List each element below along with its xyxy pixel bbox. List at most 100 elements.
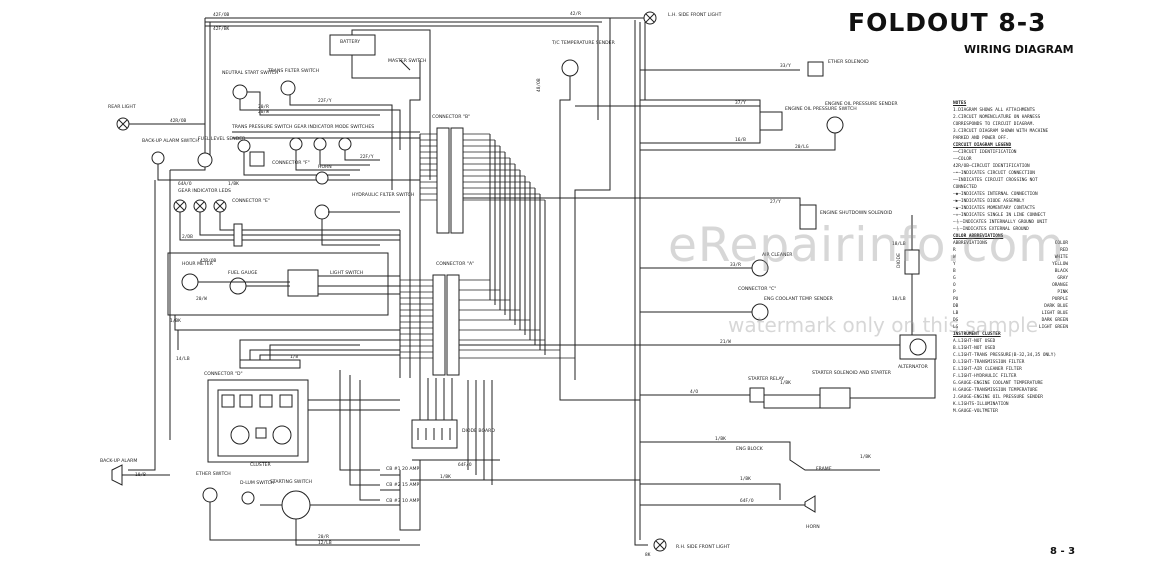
svg-text:64A/O: 64A/O [178,181,192,187]
horn2-label: HORN [806,524,820,530]
watermark-main: eRepairinfo.com [668,218,1066,273]
svg-text:20/R: 20/R [318,534,329,540]
svg-text:18/LB: 18/LB [892,296,906,302]
diode-board-label: DIODE BOARD [462,428,495,434]
svg-text:1/BK: 1/BK [780,380,791,386]
gear-indicator-group: GEAR INDICATOR LEDS CONNECTOR "E" [173,188,400,247]
svg-text:42F/BK: 42F/BK [213,26,230,32]
svg-text:20/LG: 20/LG [795,144,809,150]
coolant-temp-label: ENG COOLANT TEMP. SENDER [764,296,834,302]
svg-text:20/R: 20/R [258,104,269,110]
cluster-legend-item: B.LIGHT-NOT USED [953,346,996,351]
horn-label: HORN [318,164,332,170]
alternator-label: ALTERNATOR [898,364,929,370]
svg-text:42R/OB: 42R/OB [200,258,217,264]
watermark-sub: watermark only on this sample [728,313,1039,337]
battery-group: BATTERY MASTER SWITCH [329,29,431,190]
front-light-top-group: L.H. SIDE FRONT LIGHT 42/R 42F/OB 42F/BK [213,11,722,32]
note-item: PARKED AND POWER OFF. [953,136,1009,141]
circuit-legend-item: —▲—INDICATES MOMENTARY CONTACTS [953,206,1035,211]
note-item: 2.CIRCUIT NOMENCLATURE ON HARNESS [953,115,1041,120]
svg-text:33/Y: 33/Y [780,63,791,69]
hydraulic-filter-label: HYDRAULIC FILTER SWITCH [352,192,414,198]
diode-label: DIODE [896,253,902,268]
circuit-legend-item: —•—INDICATES CIRCUIT CONNECTION [953,171,1035,176]
circuit-legend-item: ——CIRCUIT IDENTIFICATION [953,150,1017,155]
ether-solenoid-label: ETHER SOLENOID [828,59,869,65]
cluster-legend-item: D.LIGHT-TRANSMISSION FILTER [953,360,1025,365]
cb1-label: CB #1 20 AMP [386,466,419,472]
air-cleaner-label: AIR CLEANER [762,252,793,258]
backup-alarm-switch-label: BACK-UP ALARM SWITCH [142,138,199,144]
cluster-legend-item: H.GAUGE-TRANSMISSION TEMPERATURE [953,388,1038,393]
legend-panel: NOTES 1.DIAGRAM SHOWS ALL ATTACHMENTS 2.… [953,100,1068,415]
circuit-legend-item: ——COLOR [953,157,972,162]
fuel-level-sender-label: FUEL LEVEL SENDER [198,136,246,142]
cluster-legend-item: J.GAUGE-ENGINE OIL PRESSURE SENDER [953,395,1043,400]
svg-text:4/O: 4/O [690,389,698,395]
svg-text:27/Y: 27/Y [770,199,781,205]
fuel-gauge-label: FUEL GAUGE [228,270,258,276]
trans-temp-sender-group: T/C TEMPERATURE SENDER 48/OB [536,40,616,150]
starting-switch-label: STARTING SWITCH [270,479,312,485]
battery-label: BATTERY [340,39,360,45]
cluster-label: CLUSTER [250,462,272,468]
circuit-legend-item: —⏚—INDICATES EXTERNAL GROUND [953,227,1029,232]
frame-label: FRAME [816,466,832,472]
oil-pressure-sender-label: ENGINE OIL PRESSURE SENDER [825,101,898,107]
front-light-bottom-label: R.H. SIDE FRONT LIGHT [676,544,730,550]
d-lum-switch-label: D-LUM SWITCH [240,480,274,486]
trans-pressure-switch-label: TRANS PRESSURE SWITCH GEAR INDICATOR MOD… [231,124,374,130]
connector-b-label: CONNECTOR "B" [432,114,470,120]
svg-text:1/BK: 1/BK [860,454,871,460]
page-number: 8 - 3 [1050,546,1076,557]
gauge-panel: HOUR METER FUEL GAUGE LIGHT SWITCH 42R/O… [167,252,400,331]
svg-text:48/OB: 48/OB [536,78,542,92]
color-legend-header: COLOR ABBREVIATIONS [953,234,1004,239]
svg-text:8K: 8K [645,552,651,558]
svg-text:64F/O: 64F/O [740,498,754,504]
fuel-level-group: FUEL LEVEL SENDER 1/BK [197,136,246,187]
note-item: CORRESPONDS TO CIRCUIT DIAGRAM. [953,122,1035,127]
notes-header: NOTES [953,101,967,106]
circuit-legend-item: ——INDICATES CIRCUIT CROSSING NOT [953,178,1038,183]
circuit-legend-item: CONNECTED [953,185,977,190]
ether-switch-label: ETHER SWITCH [196,471,231,477]
note-item: 1.DIAGRAM SHOWS ALL ATTACHMENTS [953,108,1035,113]
cluster-legend-item: C.LIGHT-TRANS PRESSURE(B-32,34,35 ONLY) [953,353,1057,358]
connector-a-label: CONNECTOR "A" [436,261,474,267]
front-light-top-label: L.H. SIDE FRONT LIGHT [668,12,722,18]
svg-text:42/R: 42/R [570,11,581,17]
engine-shutdown-label: ENGINE SHUTDOWN SOLENOID [820,210,893,216]
circuit-legend-item: 42R/OB—CIRCUIT IDENTIFICATION [953,164,1030,169]
svg-text:1/8: 1/8 [290,354,298,360]
cluster-legend-list: A.LIGHT-NOT USED B.LIGHT-NOT USED C.LIGH… [953,338,1068,415]
svg-text:33/R: 33/R [730,262,741,268]
cluster-legend-item: G.GAUGE-ENGINE COOLANT TEMPERATURE [953,381,1043,386]
circuit-legend-item: —⏚—INDICATES INTERNALLY GROUND UNIT [953,220,1048,225]
page-title: FOLDOUT 8-3 [848,8,1047,37]
engine-right-group: ENGINE SHUTDOWN SOLENOID AIR CLEANER CON… [640,204,937,530]
cluster-legend-header: INSTRUMENT CLUSTER [953,332,1001,337]
eng-block-label: ENG BLOCK [736,446,764,452]
page-subtitle: WIRING DIAGRAM [964,43,1074,56]
connector-f-label: CONNECTOR "F" [272,160,310,166]
starter-relay-label: STARTER RELAY [748,376,784,382]
svg-text:37/Y: 37/Y [735,100,746,106]
trans-filter-switch-label: TRANS FILTER SWITCH [267,68,319,74]
connector-e-label: CONNECTOR "E" [232,198,270,204]
master-switch-label: MASTER SWITCH [388,58,426,64]
starter-solenoid-label: STARTER SOLENOID AND STARTER [812,370,892,376]
circuit-legend-item: —▶—INDICATES DIODE ASSEMBLY [953,199,1025,204]
circuit-legend-item: —»—INDICATES SINGLE IN LINE CONNECT [953,213,1046,218]
